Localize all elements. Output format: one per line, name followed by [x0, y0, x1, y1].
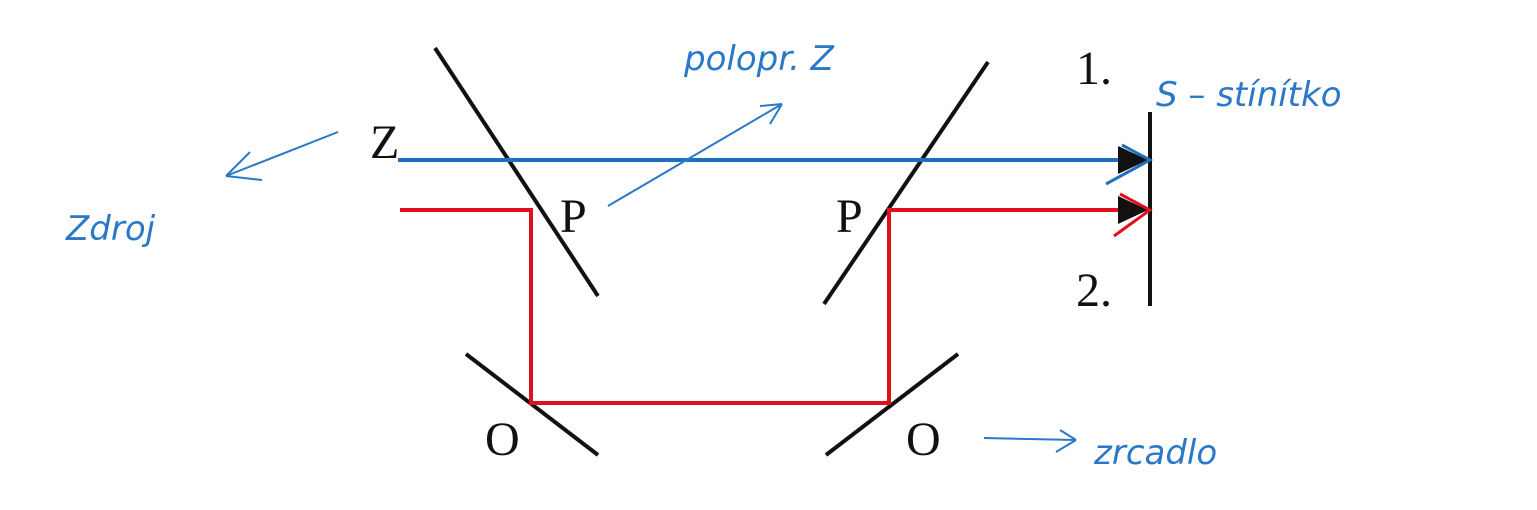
label-splitter-right: P [836, 190, 863, 243]
beam-splitter-left [433, 46, 600, 298]
arrowhead-lower [1118, 196, 1148, 224]
annotation-arrow-mirror [983, 429, 1077, 453]
beam-upper-hand-arrow [1105, 143, 1154, 186]
arrowhead-upper [1118, 146, 1148, 174]
label-mirror-left: O [485, 413, 520, 466]
annotation-arrow-splitter [607, 103, 783, 207]
beam-splitter-right [822, 60, 990, 306]
beam-lower [400, 208, 1130, 405]
label-source: Z [370, 116, 399, 169]
label-path-1: 1. [1076, 42, 1112, 95]
label-splitter-left: P [560, 190, 587, 243]
label-mirror-right: O [906, 413, 941, 466]
annotation-source: Zdroj [65, 209, 156, 249]
annotation-mirror: zrcadlo [1093, 433, 1217, 473]
annotation-arrow-source [225, 131, 339, 181]
mirror-right [824, 352, 960, 457]
annotation-screen: S – stínítko [1156, 75, 1342, 115]
annotation-splitter: polopr. Z [683, 39, 835, 79]
beam-lower-hand-arrow [1113, 192, 1153, 238]
label-path-2: 2. [1076, 264, 1112, 317]
